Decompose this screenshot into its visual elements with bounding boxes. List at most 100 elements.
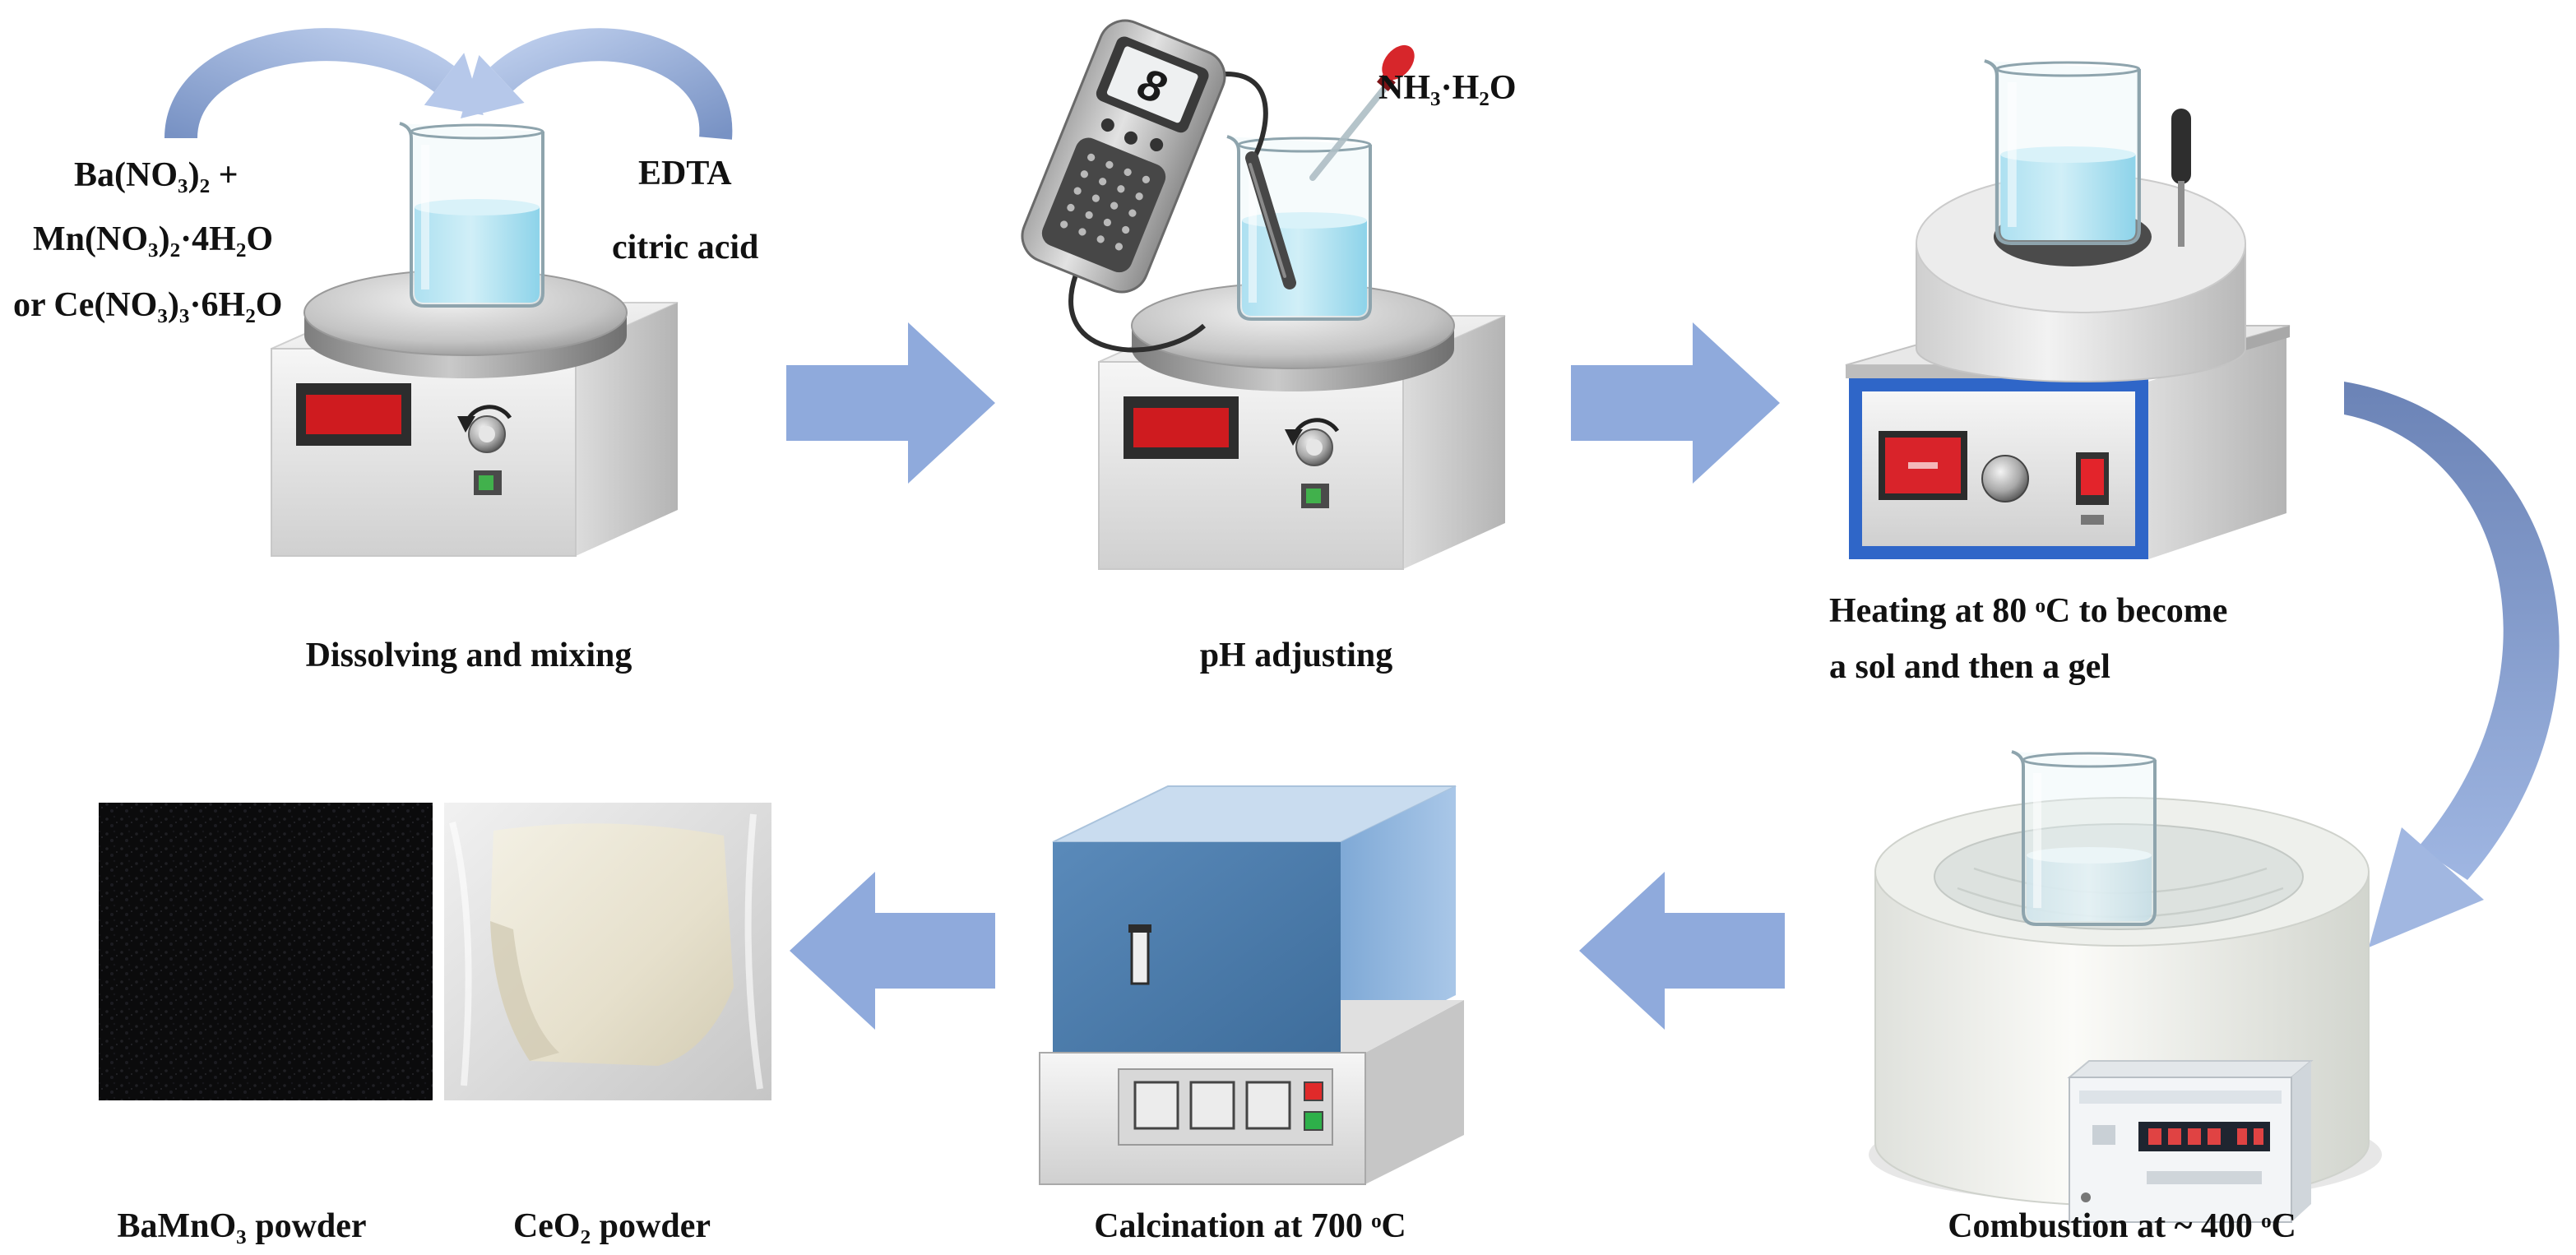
solution-liquid [2000, 155, 2136, 240]
magnetic-stirrer-2 [1098, 135, 1506, 570]
thermometer-handle [2171, 109, 2191, 184]
beaker-highlight [2007, 82, 2017, 227]
pipette-bulb [1382, 44, 1415, 81]
furnace-side-face [1341, 786, 1456, 1053]
rotate-arrow-head [1285, 429, 1303, 446]
ph-meter-keys [1060, 153, 1150, 251]
beaker-glass [2011, 750, 2157, 926]
hotplate-side-face [2148, 337, 2286, 559]
beaker-rim [2022, 752, 2157, 768]
solution-surface [2000, 146, 2136, 163]
caption-heating-line-1: Heating at 80 ᵒC to become [1829, 592, 2227, 630]
thermometer-rod [2178, 181, 2185, 247]
ceo2-powder-photo [444, 803, 771, 1100]
ceo2-bag-fold [449, 813, 763, 1090]
stirrer-front-face [271, 348, 577, 557]
reagent-manganese-nitrate: Mn(NO₃)₂·4H₂O [33, 220, 273, 258]
ph-meter-button [1124, 131, 1137, 145]
ph-probe-highlight [1249, 163, 1286, 278]
temperature-controller [2067, 1060, 2314, 1223]
controller-jack [2081, 1192, 2091, 1202]
ph-meter-screen [1106, 46, 1198, 123]
furnace-display-1 [1133, 1081, 1179, 1130]
ph-meter-button [1150, 138, 1164, 152]
furnace-display-3 [1245, 1081, 1291, 1130]
stirrer-display-red [1133, 408, 1229, 447]
thermometer [2171, 109, 2191, 247]
beaker-glass [399, 122, 544, 308]
flow-arrow-2-right [1571, 322, 1780, 484]
ph-meter-cable-lower [1068, 274, 1206, 353]
beaker-highlight [421, 145, 429, 289]
ceo2-powder [490, 823, 734, 1066]
curved-arrow-left-body [164, 28, 455, 140]
furnace-handle-mount [1128, 924, 1151, 933]
beaker-rim [410, 123, 544, 140]
ph-probe [1245, 151, 1296, 289]
residue-liquid [2027, 855, 2152, 921]
furnace-button-green [1304, 1111, 1323, 1131]
residue-surface [2027, 847, 2152, 864]
reagent-ammonia: NH₃·H₂O [1378, 69, 1517, 107]
beaker-rim [1237, 137, 1372, 153]
controller-top-face [2067, 1060, 2314, 1078]
furnace-display-2 [1189, 1081, 1235, 1130]
ph-probe-rod [1245, 151, 1296, 289]
caption-bamno3-powder: BaMnO₃ powder [117, 1207, 366, 1245]
furnace-base-top [1040, 1000, 1464, 1053]
flow-arrow-1-right [786, 322, 995, 484]
magnetic-stirrer-1 [271, 122, 679, 557]
rotate-arrow-head [457, 416, 475, 433]
stirrer-display-red [306, 395, 401, 434]
beaker-solution-1 [399, 122, 544, 308]
stirrer-switch-green [1306, 489, 1321, 503]
furnace-button-red [1304, 1081, 1323, 1101]
bamno3-powder-shade [99, 803, 433, 1100]
pipette-collar [1377, 72, 1396, 92]
reagent-cerium-nitrate: or Ce(NO₃)₃·6H₂O [13, 286, 282, 324]
reagent-barium-nitrate: Ba(NO₃)₂ + [74, 156, 239, 194]
ph-meter-button [1100, 118, 1114, 132]
pipette-glass [1309, 82, 1390, 181]
curved-arrow-right-body [490, 28, 733, 140]
ceo2-powder-shadow [490, 921, 559, 1061]
controller-indicator [2092, 1125, 2115, 1145]
reagent-citric-acid: citric acid [612, 229, 758, 266]
beaker-combustion [2011, 750, 2157, 926]
furnace-door [1053, 842, 1341, 1053]
reagent-edta: EDTA [638, 155, 732, 192]
caption-heating-line-2: a sol and then a gel [1829, 648, 2110, 686]
beaker-rim [1995, 61, 2141, 77]
solution-liquid [415, 207, 540, 303]
curved-arrow-right-head [461, 55, 525, 118]
rotate-arrow-icon [1292, 418, 1340, 436]
curved-arrow-right-reagents [461, 28, 733, 140]
ph-meter-cable-probe [1223, 71, 1268, 158]
stirrer-knob-center [479, 426, 495, 442]
beaker-highlight [2033, 773, 2041, 908]
muffle-furnace [1039, 785, 1464, 1185]
furnace-door-handle [1130, 929, 1150, 985]
controller-side-face [2291, 1061, 2311, 1222]
power-switch-red [2081, 459, 2104, 495]
solution-surface [415, 199, 540, 215]
bamno3-powder-image [99, 803, 433, 1100]
stirrer-side-face [576, 303, 678, 556]
furnace-base-side [1365, 1000, 1464, 1184]
rotate-arrow-icon [465, 405, 512, 423]
caption-calcination: Calcination at 700 ᵒC [1094, 1207, 1406, 1245]
flow-arrow-4-left [1579, 872, 1785, 1030]
stirrer-knob-center [1306, 439, 1323, 456]
stirrer-front-face [1098, 361, 1404, 570]
temperature-display-slit [1908, 462, 1938, 469]
caption-dissolving: Dissolving and mixing [306, 637, 632, 674]
curved-arrow-body [2344, 382, 2560, 880]
controller-buttons [2147, 1171, 2262, 1184]
caption-ceo2-powder: CeO₂ powder [513, 1207, 711, 1245]
controller-label-strip [2079, 1091, 2282, 1104]
caption-ph-adjusting: pH adjusting [1200, 637, 1393, 674]
ph-meter-keypad [1041, 137, 1166, 273]
controller-digits [2148, 1128, 2263, 1145]
ph-meter: 8 [1021, 19, 1226, 294]
stirrer-switch-green [479, 475, 493, 490]
